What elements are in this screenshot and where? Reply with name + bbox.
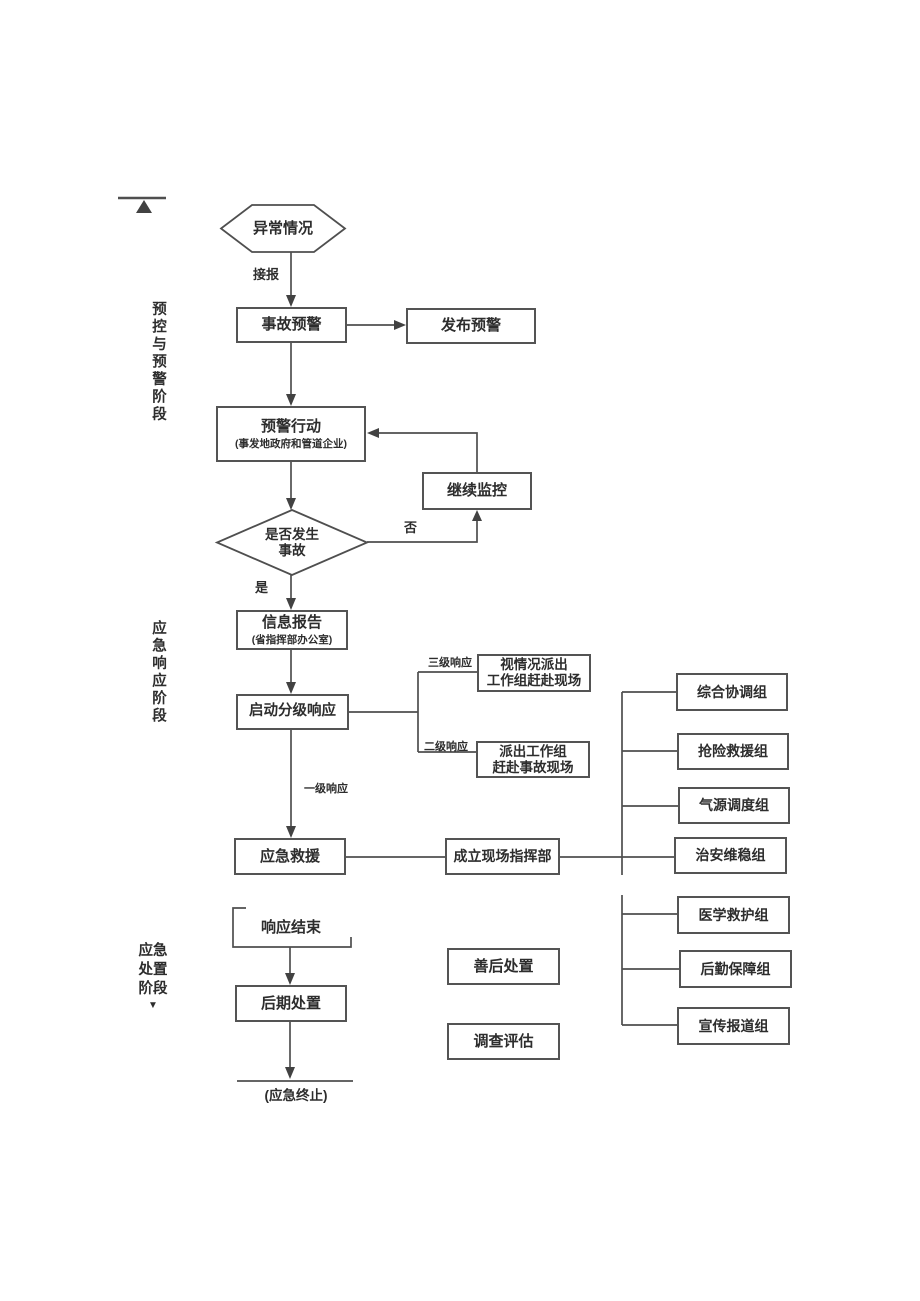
node-information-report-title: 信息报告 [261,613,322,631]
phase-label-disposal-line1: 应急 [138,943,168,959]
phase-label-disposal: 应急 处置 阶段 ▼ [133,942,173,1013]
hexagon-shape [219,204,347,253]
node-aftermath-disposal: 善后处置 [447,948,560,985]
arrowhead-down-icon [286,682,296,694]
connector-groups-bottom [621,895,679,1026]
node-accident-prewarning: 事故预警 [236,307,347,343]
edge-label-yes: 是 [255,580,269,595]
arrowhead-down-icon [286,394,296,406]
decision-accident-occurred: 是否发生 事故 [217,510,367,575]
node-group-rescue: 抢险救援组 [677,733,789,770]
arrowheads [285,295,482,1079]
node-continue-monitoring: 继续监控 [422,472,532,510]
edge-label-level3-response: 三级响应 [428,657,472,669]
phase-label-disposal-line2: 处置 [138,962,168,978]
phase-label-prewarning: 预控与预警阶段 [150,301,166,424]
node-group-medical: 医学救护组 [677,896,790,934]
node-prewarning-action-sub: (事发地政府和管道企业) [235,437,347,450]
node-post-disposal: 后期处置 [235,985,347,1022]
node-group-security: 治安维稳组 [674,837,787,874]
arrowhead-left-icon [367,428,379,438]
flow-lines [232,252,679,1082]
arrowhead-down-icon [285,1067,295,1079]
node-investigation-evaluation: 调查评估 [447,1023,560,1060]
arrowhead-down-icon [286,295,296,307]
node-setup-field-command: 成立现场指挥部 [445,838,560,875]
node-emergency-rescue: 应急救援 [234,838,346,875]
edge-label-no: 否 [404,520,418,535]
node-level3-dispatch: 视情况派出 工作组赶赴现场 [477,654,591,692]
node-start-graded-response: 启动分级响应 [236,694,349,730]
node-issue-prewarning: 发布预警 [406,308,536,344]
line-monitoring-to-action [379,432,478,472]
flow-shapes [214,204,370,576]
decision-label-line1: 是否发生 [265,526,319,542]
arrowhead-down-icon [286,598,296,610]
node-group-publicity: 宣传报道组 [677,1007,790,1045]
line-graded-branches [349,671,477,753]
arrowhead-right-icon [394,320,406,330]
diamond-shape [214,509,370,576]
page-margin-marker-icon [118,196,166,213]
node-response-end: 响应结束 [260,918,321,936]
arrowhead-down-icon [285,973,295,985]
edge-label-level2-response: 二级响应 [424,741,468,753]
node-level3-dispatch-line1: 视情况派出 [500,657,568,673]
line-decision-no-to-monitoring [367,521,478,543]
node-level2-dispatch-line2: 赶赴事故现场 [492,759,574,775]
decision-label-line2: 事故 [278,542,306,558]
phase-label-disposal-line3: 阶段 [138,981,168,997]
node-group-gas-dispatch: 气源调度组 [678,787,790,824]
response-end-open-box [232,907,352,948]
terminal-emergency-end: (应急终止) [264,1088,328,1103]
edge-label-receive-report: 接报 [253,267,280,282]
node-information-report: 信息报告 (省指挥部办公室) [236,610,348,650]
arrowhead-down-icon [286,826,296,838]
arrowhead-up-icon [472,510,482,521]
node-prewarning-action-title: 预警行动 [260,417,321,435]
phase-label-response: 应急响应阶段 [150,620,166,725]
node-prewarning-action: 预警行动 (事发地政府和管道企业) [216,406,366,462]
connector-groups-top [621,691,678,875]
arrowhead-down-icon [286,498,296,510]
node-level3-dispatch-line2: 工作组赶赴现场 [486,673,582,688]
node-group-logistics: 后勤保障组 [679,950,792,988]
phase-disposal-arrow-icon: ▼ [148,1000,158,1011]
node-level2-dispatch-line1: 派出工作组 [499,743,567,759]
edge-label-level1-response: 一级响应 [304,783,348,795]
node-group-coordination: 综合协调组 [676,673,788,711]
node-abnormal-situation: 异常情况 [252,219,313,237]
node-information-report-sub: (省指挥部办公室) [251,633,333,646]
node-level2-dispatch: 派出工作组 赶赴事故现场 [476,741,590,778]
